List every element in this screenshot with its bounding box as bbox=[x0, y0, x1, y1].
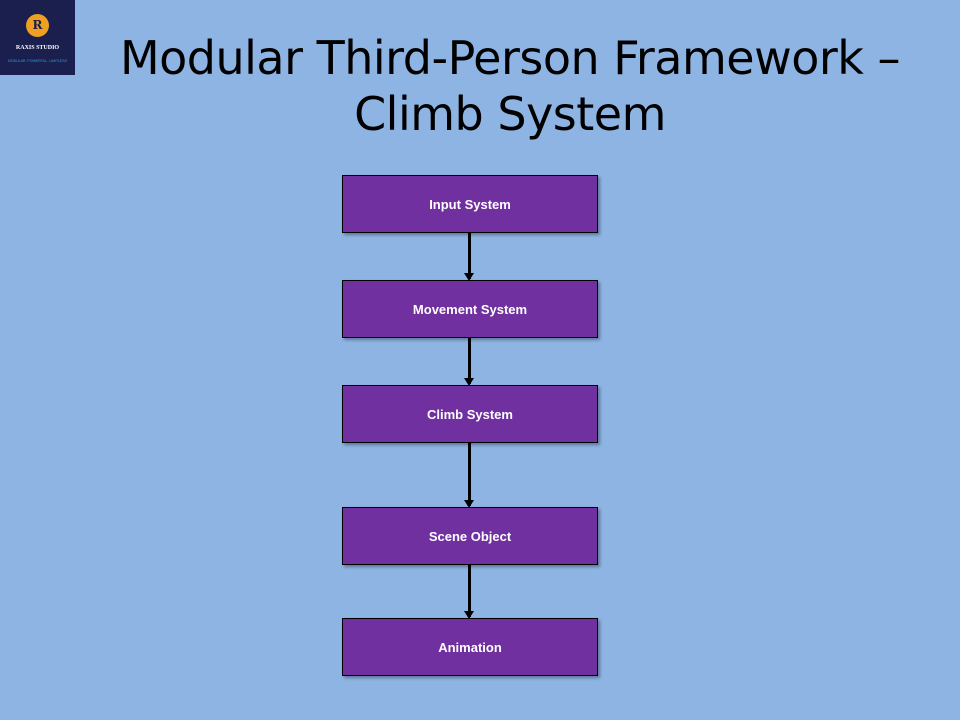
arrow-scene-to-animation bbox=[464, 565, 474, 619]
arrow-input-to-movement bbox=[464, 233, 474, 281]
node-animation: Animation bbox=[342, 618, 598, 676]
slide-title: Modular Third-Person Framework – Climb S… bbox=[119, 31, 901, 141]
arrow-climb-to-scene bbox=[464, 443, 474, 508]
node-climb-system: Climb System bbox=[342, 385, 598, 443]
node-input-system: Input System bbox=[342, 175, 598, 233]
node-scene-object: Scene Object bbox=[342, 507, 598, 565]
logo-tagline: MODULAR. POWERFUL. LIMITLESS bbox=[7, 59, 68, 63]
logo-name: RAXIS STUDIO bbox=[15, 45, 60, 51]
arrow-movement-to-climb bbox=[464, 338, 474, 386]
node-movement-system: Movement System bbox=[342, 280, 598, 338]
studio-logo: R RAXIS STUDIO MODULAR. POWERFUL. LIMITL… bbox=[0, 0, 75, 75]
logo-emblem: R bbox=[26, 14, 49, 37]
